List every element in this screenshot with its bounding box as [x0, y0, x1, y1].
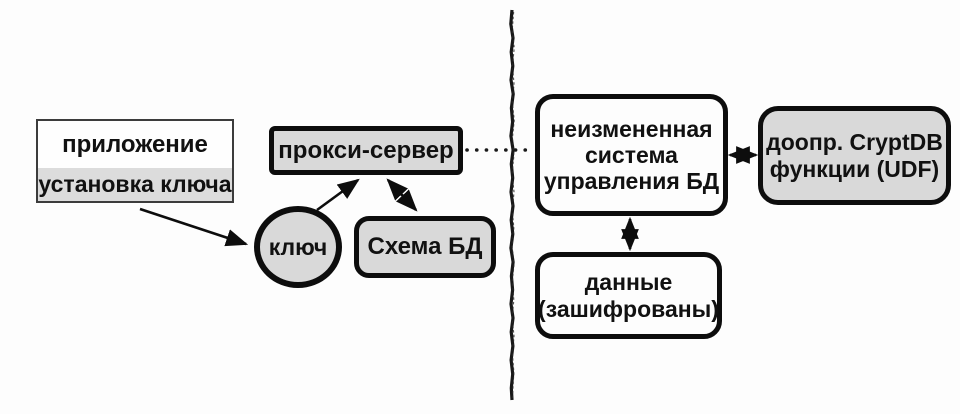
udf-label-line1: доопр. CryptDB: [766, 128, 943, 155]
unchanged-dbms-box: неизмененная система управления БД: [535, 94, 728, 216]
cryptdb-udf-box: доопр. CryptDB функции (UDF): [758, 106, 951, 205]
db-schema-box: Схема БД: [354, 216, 496, 278]
data-label-line1: данные: [584, 268, 673, 295]
dbms-label-line1: неизмененная: [550, 116, 713, 142]
arrow-application-to-key: [139, 207, 249, 247]
data-label-line2: (зашифрованы): [538, 295, 719, 322]
db-schema-label: Схема БД: [367, 233, 483, 260]
trust-boundary-separator: [509, 9, 515, 401]
dbms-label-line2: система: [585, 142, 678, 168]
dbms-label-line3: управления БД: [543, 168, 720, 194]
arrow-proxy-schema-bidirectional: [386, 178, 418, 212]
application-label: приложение: [38, 121, 232, 168]
encrypted-data-box: данные (зашифрованы): [535, 252, 722, 339]
key-label: ключ: [268, 233, 328, 260]
udf-label-line2: функции (UDF): [769, 155, 940, 182]
application-box: приложение установка ключа: [36, 119, 234, 203]
proxy-server-box: прокси-сервер: [269, 126, 463, 175]
arrow-key-to-proxy: [316, 178, 360, 212]
proxy-server-label: прокси-сервер: [278, 136, 454, 164]
key-circle: ключ: [254, 206, 342, 288]
key-setup-label: установка ключа: [38, 168, 232, 201]
